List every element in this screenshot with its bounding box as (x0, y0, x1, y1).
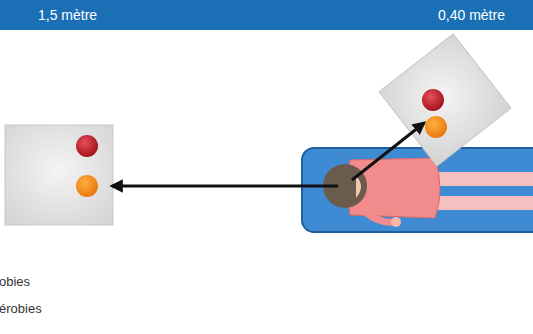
distance-label: 0,40 mètre (438, 0, 505, 30)
distance-label: 1,5 mètre (38, 0, 97, 30)
heading-band: 1,5 mètre 0,40 mètre (0, 0, 533, 30)
bed (302, 148, 533, 232)
far-panel (5, 125, 113, 225)
sight-arrow (112, 185, 338, 188)
person (323, 158, 533, 227)
red-dot (422, 89, 444, 111)
legend-fragment: obies (0, 274, 30, 289)
orange-dot (425, 116, 447, 138)
near-panel (379, 34, 511, 166)
legend-fragment: érobies (0, 301, 42, 316)
sight-arrow (352, 123, 424, 180)
